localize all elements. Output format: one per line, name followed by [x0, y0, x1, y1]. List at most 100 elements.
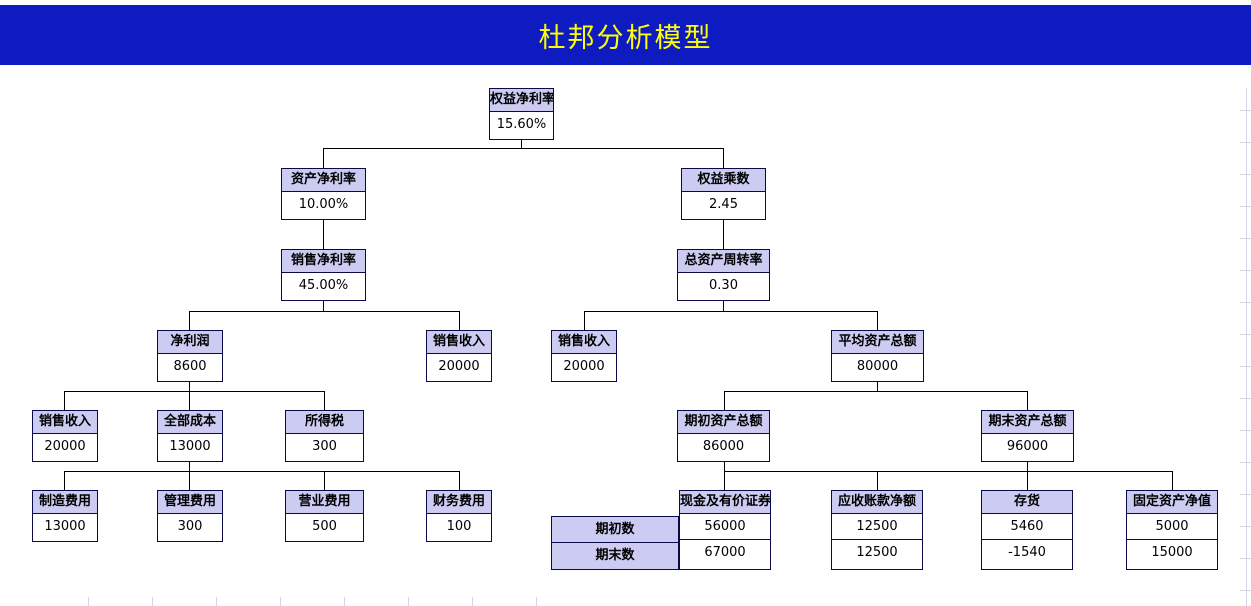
node-roe-label: 权益净利率: [490, 89, 553, 112]
connector: [189, 380, 190, 391]
node-avg-assets-value: 80000: [832, 354, 923, 379]
grid-tick: [88, 597, 89, 606]
page-title: 杜邦分析模型: [538, 22, 713, 54]
connector: [1027, 471, 1028, 491]
asset-table-column-fixed-assets-label: 固定资产净值: [1127, 491, 1217, 514]
node-revenue-right[interactable]: 销售收入 20000: [551, 330, 617, 382]
connector: [459, 311, 460, 331]
connector: [189, 471, 190, 491]
connector: [723, 219, 724, 251]
node-begin-assets-label: 期初资产总额: [678, 411, 769, 434]
connector: [323, 148, 324, 170]
grid-tick: [1240, 110, 1251, 111]
grid-tick: [1240, 302, 1251, 303]
asset-table-cell-receivables-end: 12500: [832, 540, 922, 566]
node-net-profit-value: 8600: [158, 354, 222, 379]
node-revenue-detail-value: 20000: [33, 434, 97, 459]
grid-tick: [1240, 142, 1251, 143]
connector: [724, 391, 725, 411]
grid-tick: [408, 597, 409, 606]
node-income-tax[interactable]: 所得税 300: [285, 410, 364, 462]
node-revenue-left-label: 销售收入: [427, 331, 491, 354]
asset-table-column-cash-label: 现金及有价证券: [680, 491, 770, 514]
node-total-cost[interactable]: 全部成本 13000: [157, 410, 223, 462]
connector: [724, 391, 1027, 392]
asset-table-column-receivables[interactable]: 应收账款净额 12500 12500: [831, 490, 923, 570]
node-revenue-right-label: 销售收入: [552, 331, 616, 354]
node-equity-multiplier[interactable]: 权益乘数 2.45: [681, 168, 766, 220]
asset-table-cell-cash-begin: 56000: [680, 514, 770, 540]
node-selling-cost[interactable]: 营业费用 500: [285, 490, 364, 542]
node-avg-assets[interactable]: 平均资产总额 80000: [831, 330, 924, 382]
node-finance-cost-value: 100: [427, 514, 491, 539]
node-begin-assets[interactable]: 期初资产总额 86000: [677, 410, 770, 462]
connector: [189, 460, 190, 471]
node-mfg-cost[interactable]: 制造费用 13000: [32, 490, 98, 542]
grid-tick: [1246, 88, 1247, 606]
connector: [323, 148, 723, 149]
connector: [724, 471, 1172, 472]
asset-table-cell-fixed-assets-end: 15000: [1127, 540, 1217, 566]
node-income-tax-label: 所得税: [286, 411, 363, 434]
connector: [584, 311, 877, 312]
asset-table-column-cash[interactable]: 现金及有价证券 56000 67000: [679, 490, 771, 570]
grid-tick: [344, 597, 345, 606]
asset-table-cell-fixed-assets-begin: 5000: [1127, 514, 1217, 540]
grid-tick: [1240, 462, 1251, 463]
node-total-cost-value: 13000: [158, 434, 222, 459]
connector: [64, 471, 459, 472]
grid-tick: [1240, 206, 1251, 207]
node-asset-turnover-value: 0.30: [678, 273, 769, 298]
connector: [189, 391, 190, 411]
connector: [724, 471, 725, 491]
node-net-margin-label: 销售净利率: [282, 250, 365, 273]
asset-table-cell-cash-end: 67000: [680, 540, 770, 566]
connector: [877, 471, 878, 491]
node-equity-multiplier-label: 权益乘数: [682, 169, 765, 192]
connector: [323, 219, 324, 251]
grid-tick: [1240, 430, 1251, 431]
node-selling-cost-value: 500: [286, 514, 363, 539]
connector: [459, 471, 460, 491]
node-revenue-detail[interactable]: 销售收入 20000: [32, 410, 98, 462]
asset-table-column-fixed-assets[interactable]: 固定资产净值 5000 15000: [1126, 490, 1218, 570]
connector: [64, 471, 65, 491]
connector: [723, 148, 724, 170]
node-roa-label: 资产净利率: [282, 169, 365, 192]
node-roa-value: 10.00%: [282, 192, 365, 217]
grid-tick: [1240, 238, 1251, 239]
node-income-tax-value: 300: [286, 434, 363, 459]
node-revenue-left-value: 20000: [427, 354, 491, 379]
grid-tick: [1240, 334, 1251, 335]
asset-table-column-receivables-label: 应收账款净额: [832, 491, 922, 514]
connector: [1027, 391, 1028, 411]
node-avg-assets-label: 平均资产总额: [832, 331, 923, 354]
node-admin-cost[interactable]: 管理费用 300: [157, 490, 223, 542]
grid-tick: [1240, 558, 1251, 559]
node-roe[interactable]: 权益净利率 15.60%: [489, 88, 554, 140]
connector: [323, 300, 324, 311]
asset-table-column-inventory[interactable]: 存货 5460 -1540: [981, 490, 1073, 570]
connector: [324, 471, 325, 491]
node-finance-cost-label: 财务费用: [427, 491, 491, 514]
node-asset-turnover-label: 总资产周转率: [678, 250, 769, 273]
node-asset-turnover[interactable]: 总资产周转率 0.30: [677, 249, 770, 301]
connector: [584, 311, 585, 331]
node-net-profit[interactable]: 净利润 8600: [157, 330, 223, 382]
node-net-margin[interactable]: 销售净利率 45.00%: [281, 249, 366, 301]
grid-tick: [472, 597, 473, 606]
node-net-margin-value: 45.00%: [282, 273, 365, 298]
node-end-assets[interactable]: 期末资产总额 96000: [981, 410, 1074, 462]
asset-table-row-labels: 期初数 期末数: [551, 516, 679, 570]
node-finance-cost[interactable]: 财务费用 100: [426, 490, 492, 542]
connector: [521, 140, 522, 148]
node-mfg-cost-label: 制造费用: [33, 491, 97, 514]
asset-table-column-inventory-label: 存货: [982, 491, 1072, 514]
node-revenue-left[interactable]: 销售收入 20000: [426, 330, 492, 382]
node-end-assets-value: 96000: [982, 434, 1073, 459]
grid-tick: [216, 597, 217, 606]
grid-tick: [1240, 366, 1251, 367]
grid-tick: [1240, 590, 1251, 591]
node-roa[interactable]: 资产净利率 10.00%: [281, 168, 366, 220]
